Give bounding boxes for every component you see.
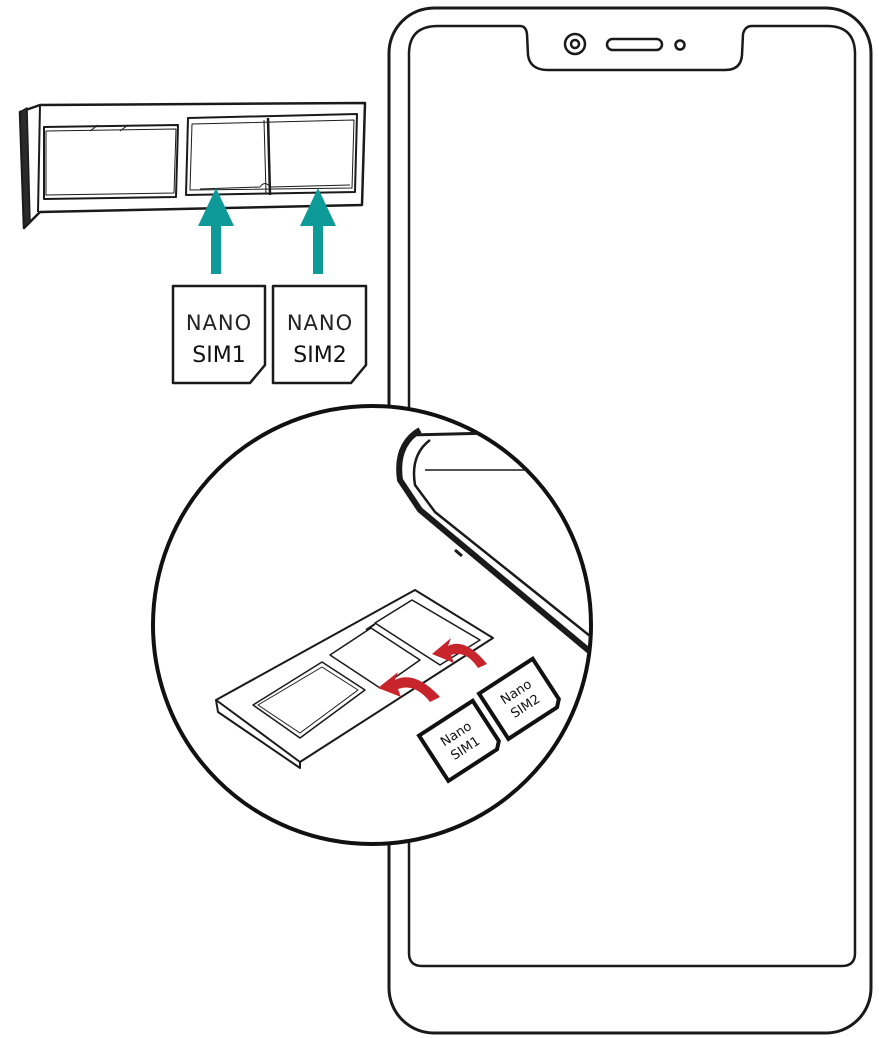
sim-card-2: NANO SIM2 xyxy=(271,284,368,385)
sim-card-2-slot: SIM2 xyxy=(293,343,346,368)
phone-screen xyxy=(407,24,857,968)
zoom-sim-card-2: Nano SIM2 xyxy=(476,655,561,742)
insert-arrow-1 xyxy=(198,188,234,274)
sim-card-1-type: NANO xyxy=(186,311,252,335)
camera-icon xyxy=(563,32,587,56)
sensor-icon xyxy=(674,39,686,51)
sim-card-2-type: NANO xyxy=(287,311,353,335)
sim-card-1-slot: SIM1 xyxy=(192,343,245,368)
curved-arrow-1 xyxy=(378,672,440,702)
zoom-sim-card-1: Nano SIM1 xyxy=(416,697,501,784)
earpiece-icon xyxy=(605,37,664,52)
sim-card-1: NANO SIM1 xyxy=(171,284,267,385)
zoom-detail: Nano SIM1 Nano SIM2 xyxy=(151,404,593,846)
curved-arrow-2 xyxy=(432,638,487,668)
insert-arrow-2 xyxy=(300,188,336,274)
sim-tray xyxy=(18,101,367,230)
zoom-sim-tray xyxy=(215,589,494,769)
